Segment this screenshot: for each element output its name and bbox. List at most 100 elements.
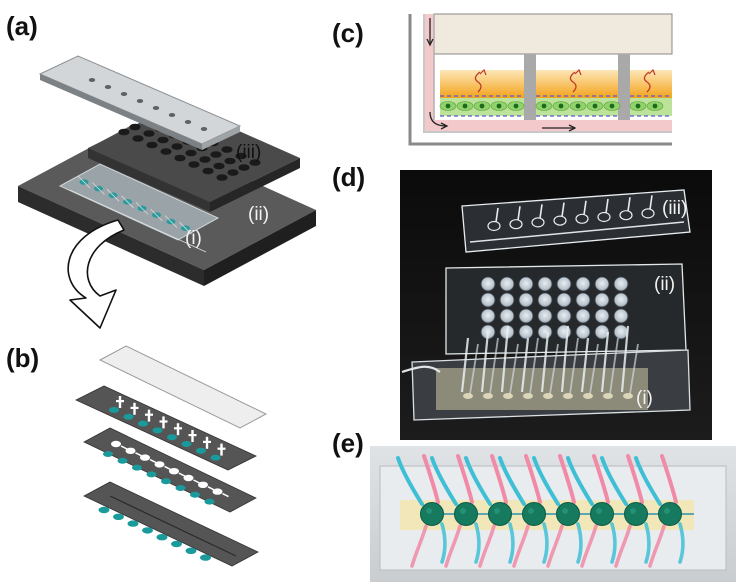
well xyxy=(556,308,572,324)
cyan-tube xyxy=(464,456,492,506)
well-hole xyxy=(188,161,200,168)
tube xyxy=(469,343,479,395)
well xyxy=(537,292,553,308)
chamber-dot xyxy=(109,407,119,413)
cyan-tube xyxy=(576,522,583,564)
chamber-hole xyxy=(212,488,223,495)
green-well xyxy=(488,502,512,526)
squiggle-arrow-icon xyxy=(643,71,651,93)
chamber-dot xyxy=(196,447,206,454)
panel-e: (e) xyxy=(332,428,736,582)
chamber-dot xyxy=(138,420,148,427)
pink-tube xyxy=(546,524,564,568)
green-well xyxy=(420,502,444,526)
chamber-dot xyxy=(127,520,139,527)
lid-port xyxy=(509,219,523,230)
tube xyxy=(620,325,630,393)
expand-arrow-icon xyxy=(67,219,125,329)
cyan-tube xyxy=(678,522,685,564)
well-hole xyxy=(227,169,239,176)
chamber-dot xyxy=(175,485,186,491)
tube xyxy=(489,337,499,395)
flow-channel xyxy=(424,14,672,132)
well-hole xyxy=(132,135,144,142)
green-well xyxy=(590,502,614,526)
chamber-hole xyxy=(169,468,179,475)
well-hole xyxy=(129,123,141,131)
pink-tube xyxy=(422,454,440,504)
tube xyxy=(609,337,619,395)
squiggle-arrow-icon xyxy=(569,71,577,93)
pink-tube xyxy=(490,454,508,504)
chip-chamber xyxy=(503,393,513,399)
lid-port xyxy=(575,213,589,224)
chamber-hole xyxy=(111,440,121,448)
well xyxy=(537,308,553,324)
tube xyxy=(589,343,599,395)
part-label-i: (i) xyxy=(185,228,202,249)
lid-port xyxy=(104,85,112,89)
pink-tube xyxy=(558,454,576,504)
well-hole xyxy=(146,141,158,149)
well-hole xyxy=(221,146,233,153)
pink-tube xyxy=(648,524,666,568)
tube xyxy=(629,343,639,395)
tube xyxy=(529,337,539,395)
well xyxy=(480,292,496,308)
well-hole xyxy=(160,148,172,155)
cyan-tube xyxy=(600,456,628,506)
cyan-tube xyxy=(532,456,560,506)
photo-lid-part xyxy=(461,189,691,253)
chip-chamber xyxy=(463,393,473,399)
panel-c: (c) xyxy=(332,13,673,146)
microfluidic-chip xyxy=(58,163,220,253)
chamber-dot xyxy=(152,427,163,434)
well xyxy=(594,324,610,340)
well-hole xyxy=(216,174,228,181)
lid-port xyxy=(597,211,611,223)
photo-lid-ports xyxy=(487,195,655,232)
chamber-dot xyxy=(200,554,211,561)
cyan-tube xyxy=(430,456,458,506)
photo-tubing xyxy=(401,325,639,399)
well xyxy=(575,308,591,324)
well xyxy=(518,292,534,308)
chip-chamber xyxy=(543,393,553,399)
chamber-dot xyxy=(142,527,153,534)
chamber-dot xyxy=(103,451,113,457)
chamber-dot xyxy=(171,540,182,548)
well xyxy=(499,292,515,308)
lid-port xyxy=(619,210,633,221)
panel-a-label: (a) xyxy=(6,11,38,41)
well xyxy=(537,276,553,292)
well xyxy=(556,292,572,308)
well xyxy=(575,292,591,308)
pink-tube xyxy=(410,524,428,568)
well-hole xyxy=(185,149,197,157)
green-well xyxy=(556,502,580,526)
lid-port xyxy=(487,220,501,232)
well-hole xyxy=(143,130,155,137)
well-hole xyxy=(157,136,169,144)
chamber-dot xyxy=(190,491,200,498)
chamber-dot xyxy=(185,547,197,554)
chip-chamber xyxy=(563,393,573,399)
pink-tube xyxy=(512,524,530,568)
well xyxy=(499,308,515,324)
green-well xyxy=(522,502,546,526)
cyan-tube xyxy=(474,522,481,564)
well xyxy=(480,276,496,292)
well-hole xyxy=(235,152,247,160)
panel-c-label: (c) xyxy=(332,18,364,48)
lid-port xyxy=(531,217,545,228)
green-well xyxy=(454,502,478,526)
chip-chamber xyxy=(483,393,493,399)
upper-layer-features xyxy=(109,396,226,461)
chamber-dot xyxy=(161,478,171,485)
culture-medium xyxy=(630,70,672,98)
well-plate-layer xyxy=(88,104,300,212)
chip-chamber xyxy=(623,393,633,399)
chamber-hole xyxy=(125,447,136,454)
bottom-channel-line xyxy=(109,495,237,557)
